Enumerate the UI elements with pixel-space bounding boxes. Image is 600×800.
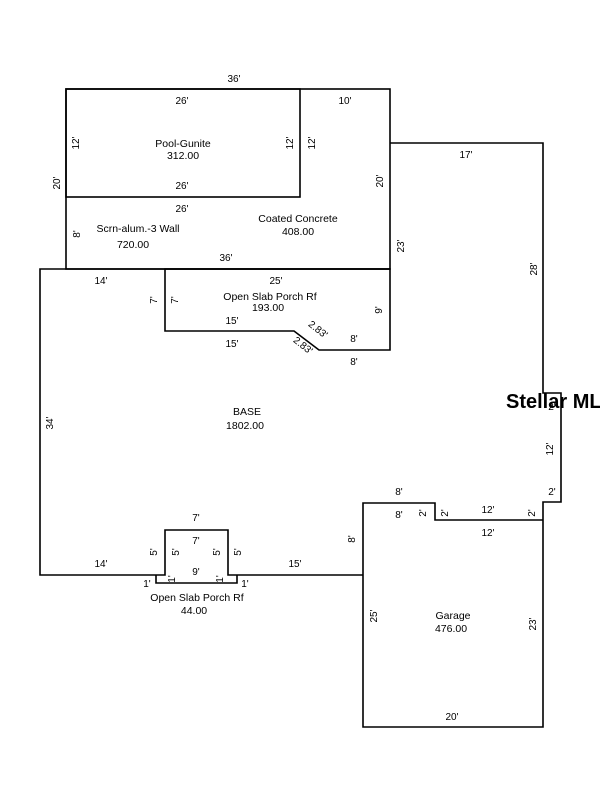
room-area-coated: 408.00 [282,226,314,238]
dim-label: 12' [481,528,494,539]
dim-label: 26' [175,181,188,192]
dim-label: 12' [481,505,494,516]
dim-label: 15' [225,339,238,350]
dim-label: 36' [219,253,232,264]
dim-label: 10' [338,96,351,107]
dim-label: 14' [94,559,107,570]
dim-label: 2' [527,509,538,517]
porch-bottom-step [155,575,238,584]
dim-label: 7' [170,296,181,304]
dim-label: 25' [269,276,282,287]
dim-label: 8' [347,535,358,543]
dim-label: 1' [143,579,151,590]
dim-label: 34' [45,416,56,429]
dim-label: 2.83' [306,319,330,341]
dim-label: 12' [285,136,296,149]
room-area-scrn: 720.00 [117,239,149,251]
room-name-base: BASE [233,406,261,418]
porch-top-outline [164,268,391,351]
dim-label: 2' [548,402,556,413]
right-wing-outline [362,142,562,728]
room-name-coated: Coated Concrete [258,213,338,225]
dim-label: 20' [375,174,386,187]
room-area-garage: 476.00 [435,623,467,635]
room-name-scrn: Scrn-alum.-3 Wall [96,223,179,235]
dim-label: 12' [307,136,318,149]
dim-label: 28' [529,262,540,275]
room-area-base: 1802.00 [226,420,264,432]
dim-label: 17' [459,150,472,161]
room-area-porch-top: 193.00 [252,302,284,314]
walls [39,88,562,728]
dim-label: 26' [175,96,188,107]
room-name-porch-bottom: Open Slab Porch Rf [150,592,243,604]
dim-label: 14' [94,276,107,287]
dim-label: 5' [171,548,182,556]
dim-label: 5' [149,548,160,556]
dimension-labels: 36' 26' 10' 12' 12' 12' 20' 26' 20' 26' … [45,74,556,723]
dim-label: 8' [395,487,403,498]
dim-label: 7' [149,296,160,304]
base-outline [39,268,390,576]
dim-label: 25' [369,609,380,622]
dim-label: 2' [548,487,556,498]
room-labels: Pool-Gunite 312.00 Coated Concrete 408.0… [96,138,470,635]
dim-label: 8' [350,334,358,345]
dim-label: 9' [192,567,200,578]
dim-label: 15' [225,316,238,327]
room-name-pool: Pool-Gunite [155,138,211,150]
dim-label: 23' [396,239,407,252]
dim-label: 2' [418,509,429,517]
dim-label: 2.83' [291,335,315,357]
room-area-porch-bottom: 44.00 [181,605,207,617]
dim-label: 7' [192,536,200,547]
dim-label: 9' [374,306,385,314]
pool-outline [65,88,301,198]
dim-label: 1' [167,575,178,583]
room-name-porch-top: Open Slab Porch Rf [223,291,316,303]
dim-label: 1' [241,579,249,590]
dim-label: 20' [445,712,458,723]
dim-label: 8' [72,230,83,238]
dim-label: 15' [288,559,301,570]
dim-label: 23' [528,617,539,630]
upper-rear-outline [65,88,391,270]
dim-label: 1' [215,575,226,583]
dim-label: 36' [227,74,240,85]
dim-label: 5' [233,548,244,556]
dim-label: 2' [440,509,451,517]
room-name-garage: Garage [435,610,470,622]
watermark: Stellar MLS [506,391,600,413]
dim-label: 12' [71,136,82,149]
dim-label: 8' [395,510,403,521]
dim-label: 20' [52,176,63,189]
room-area-pool: 312.00 [167,150,199,162]
dim-label: 12' [545,442,556,455]
dim-label: 5' [212,548,223,556]
dim-label: 8' [350,357,358,368]
dim-label: 7' [192,513,200,524]
dim-label: 26' [175,204,188,215]
